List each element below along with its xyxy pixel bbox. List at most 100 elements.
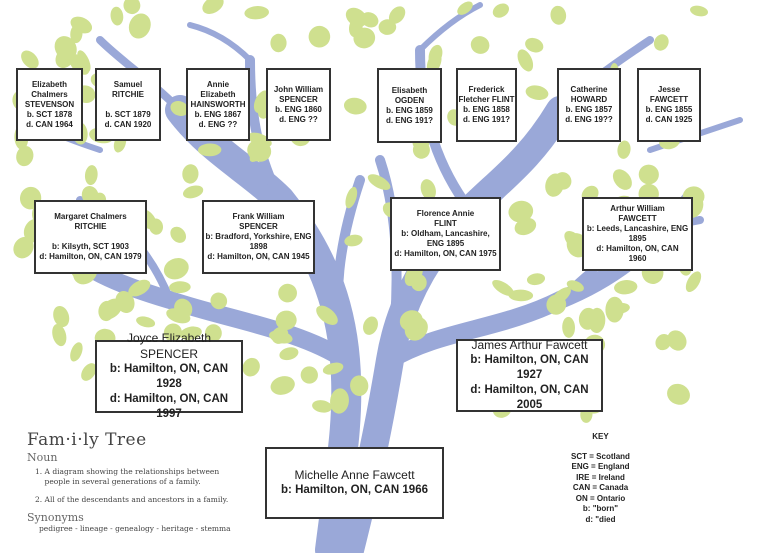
leaf — [77, 50, 91, 73]
person-box-great-grandparent: Samuel RITCHIE b. SCT 1879 d. CAN 1920 — [95, 68, 161, 141]
leaf — [562, 316, 576, 338]
key-entry: b: "born" — [582, 504, 619, 514]
leaf — [270, 376, 295, 395]
leaf — [457, 1, 473, 15]
person-name: Florence Annie FLINT — [416, 209, 475, 228]
leaf — [244, 6, 269, 20]
leaf — [182, 164, 199, 184]
leaf — [278, 283, 297, 303]
person-dates: b. ENG 1857 d. ENG 19?? — [565, 105, 613, 124]
key-legend: KEY SCT = Scotland ENG = England IRE = I… — [548, 432, 653, 525]
person-box-parent: James Arthur Fawcett b: Hamilton, ON, CAN… — [456, 337, 603, 412]
leaf — [198, 143, 222, 157]
synonyms-heading: Synonyms — [27, 511, 84, 525]
leaf — [345, 186, 358, 209]
leaf — [179, 326, 202, 340]
leaf — [420, 179, 436, 201]
leaf — [614, 280, 638, 295]
leaf — [163, 323, 182, 342]
person-name: James Arthur Fawcett — [471, 337, 588, 352]
leaf — [667, 383, 690, 405]
key-entry: ENG = England — [571, 462, 630, 472]
leaf — [54, 36, 77, 60]
branch — [187, 22, 253, 63]
definition-item-2: 2. All of the descendants and ancestors … — [35, 495, 229, 505]
person-name: Samuel RITCHIE — [112, 79, 144, 99]
leaf — [525, 85, 549, 101]
key-entry: IRE = Ireland — [576, 472, 625, 482]
leaf — [378, 19, 397, 35]
leaf — [551, 287, 571, 305]
leaf — [653, 34, 669, 51]
person-dates: b. SCT 1879 d. CAN 1920 — [104, 109, 152, 129]
leaf — [210, 292, 228, 310]
leaf — [128, 279, 151, 297]
definition-item-1: 1. A diagram showing the relationships b… — [35, 467, 220, 487]
leaf — [271, 326, 289, 344]
person-name: Joyce Elizabeth SPENCER — [126, 331, 212, 361]
person-dates: b: Hamilton, ON, CAN 1927 d: Hamilton, O… — [470, 354, 589, 412]
person-name: Arthur William FAWCETT — [610, 204, 665, 223]
leaf — [343, 97, 367, 115]
person-name: Jesse FAWCETT — [649, 85, 689, 104]
leaf — [345, 7, 367, 27]
leaf — [554, 172, 572, 190]
leaf — [508, 200, 534, 223]
leaf — [605, 296, 624, 323]
leaf — [492, 3, 509, 18]
leaf — [170, 100, 189, 117]
leaf — [174, 298, 193, 319]
leaf — [270, 33, 287, 53]
leaf — [53, 305, 70, 328]
leaf — [612, 169, 632, 190]
person-name: Catherine HOWARD — [570, 85, 608, 104]
person-name: Margaret Chalmers RITCHIE — [54, 212, 127, 231]
leaf — [279, 347, 299, 361]
leaf — [470, 36, 490, 54]
person-name: Michelle Anne Fawcett — [294, 467, 415, 482]
leaf — [388, 6, 406, 24]
leaf — [275, 310, 297, 331]
leaf — [16, 146, 34, 167]
leaf — [566, 280, 584, 292]
leaf — [52, 324, 67, 347]
person-dates: b: Oldham, Lancashire, ENG 1895 d: Hamil… — [394, 229, 497, 258]
person-dates: b: Leeds, Lancashire, ENG 1895 d: Hamilt… — [586, 224, 689, 263]
leaf — [526, 273, 546, 286]
person-dates: b. ENG 1867 d. ENG ?? — [194, 109, 242, 129]
person-name: Annie Elizabeth HAINSWORTH — [190, 79, 246, 109]
key-entry: ON = Ontario — [575, 493, 626, 503]
leaf — [578, 307, 598, 330]
leaf — [123, 0, 141, 15]
person-name: Frederick Fletcher FLINT — [458, 85, 515, 104]
leaf — [81, 363, 97, 381]
leaf — [308, 25, 331, 48]
person-dates: b. ENG 1855 d. CAN 1925 — [645, 105, 693, 124]
leaf — [136, 316, 156, 328]
leaf — [128, 13, 151, 39]
leaf — [70, 342, 83, 362]
person-dates: b: Kilsyth, SCT 1903 d: Hamilton, ON, CA… — [39, 242, 142, 261]
definition-part-of-speech: Noun — [27, 451, 58, 464]
leaf — [204, 324, 222, 343]
leaf — [99, 298, 123, 320]
leaf — [21, 50, 39, 69]
leaf — [182, 185, 204, 199]
person-box-grandparent: Margaret Chalmers RITCHIE b: Kilsyth, SC… — [34, 200, 147, 274]
leaf — [202, 0, 224, 14]
leaf — [363, 316, 378, 335]
leaf — [508, 289, 534, 302]
person-dates: b. SCT 1878 d. CAN 1964 — [26, 109, 73, 129]
leaf — [344, 234, 363, 247]
person-dates: b: Hamilton, ON, CAN 1928 d: Hamilton, O… — [109, 363, 229, 421]
